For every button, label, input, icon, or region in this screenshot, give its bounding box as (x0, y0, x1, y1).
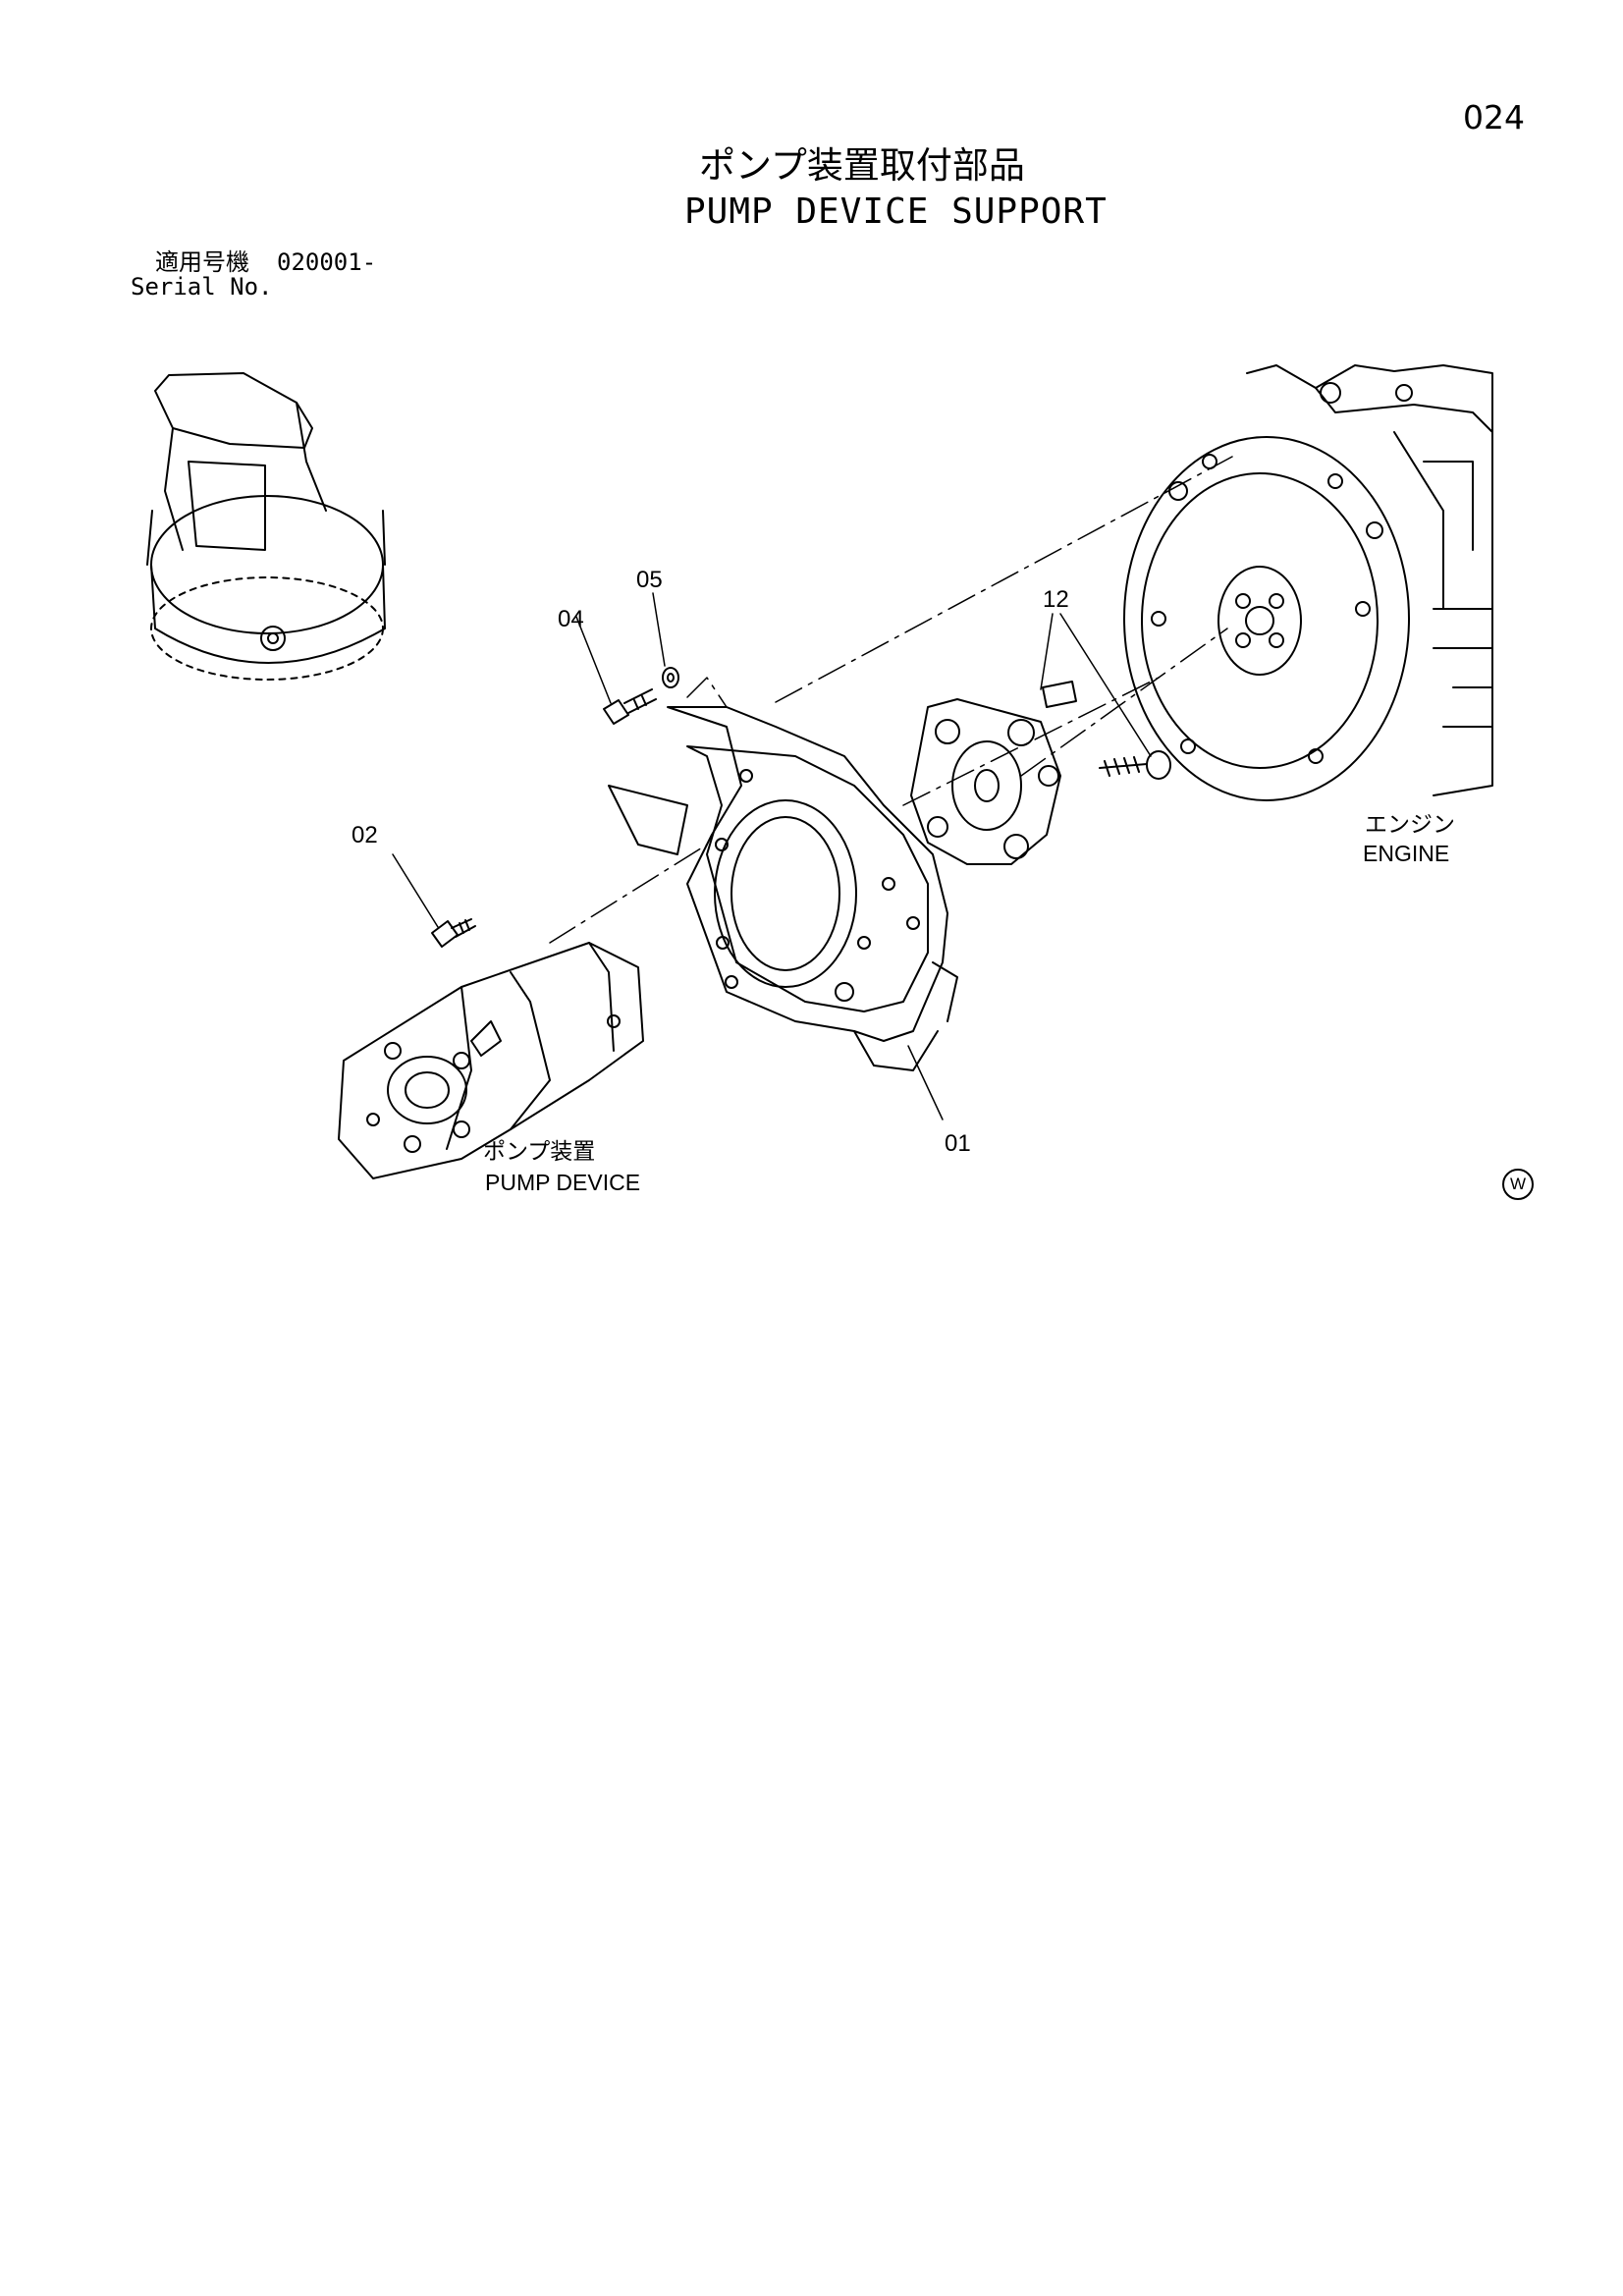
callout-01: 01 (945, 1130, 971, 1157)
engine-caption-english: ENGINE (1363, 841, 1449, 866)
callout-02: 02 (352, 822, 378, 848)
watermark-circle-mark: W (1502, 1169, 1534, 1200)
pump-caption-english: PUMP DEVICE (485, 1170, 640, 1195)
bolt-part-02 (431, 918, 476, 948)
serial-label-japanese: 適用号機 (155, 248, 249, 276)
washer-part-05 (662, 667, 679, 688)
bolt-part-04 (603, 688, 657, 725)
coupling-part-12 (910, 681, 1171, 865)
engine-caption-japanese: エンジン (1365, 811, 1455, 837)
assembly-center-lines (549, 456, 1233, 944)
pump-caption-japanese: ポンプ装置 (483, 1138, 595, 1164)
serial-number-value: 020001- (277, 248, 377, 276)
engine-illustration (1123, 364, 1493, 801)
serial-label-english: Serial No. (131, 273, 273, 301)
pump-device-illustration (338, 942, 644, 1179)
page-title-japanese: ポンプ装置取付部品 (699, 144, 1025, 187)
callout-12: 12 (1043, 586, 1069, 613)
page-title-english: PUMP DEVICE SUPPORT (684, 191, 1108, 232)
pump-mounting-plate-part-01 (608, 706, 958, 1071)
page-number: 024 (1463, 98, 1525, 137)
exploded-parts-diagram: 01 02 04 05 12 エンジン ENGINE ポンプ装置 PUMP DE… (146, 364, 1493, 1195)
callout-05: 05 (636, 567, 663, 593)
callout-04: 04 (558, 606, 584, 632)
leader-lines (392, 592, 1152, 1121)
machine-overview-thumbnail (146, 372, 386, 681)
